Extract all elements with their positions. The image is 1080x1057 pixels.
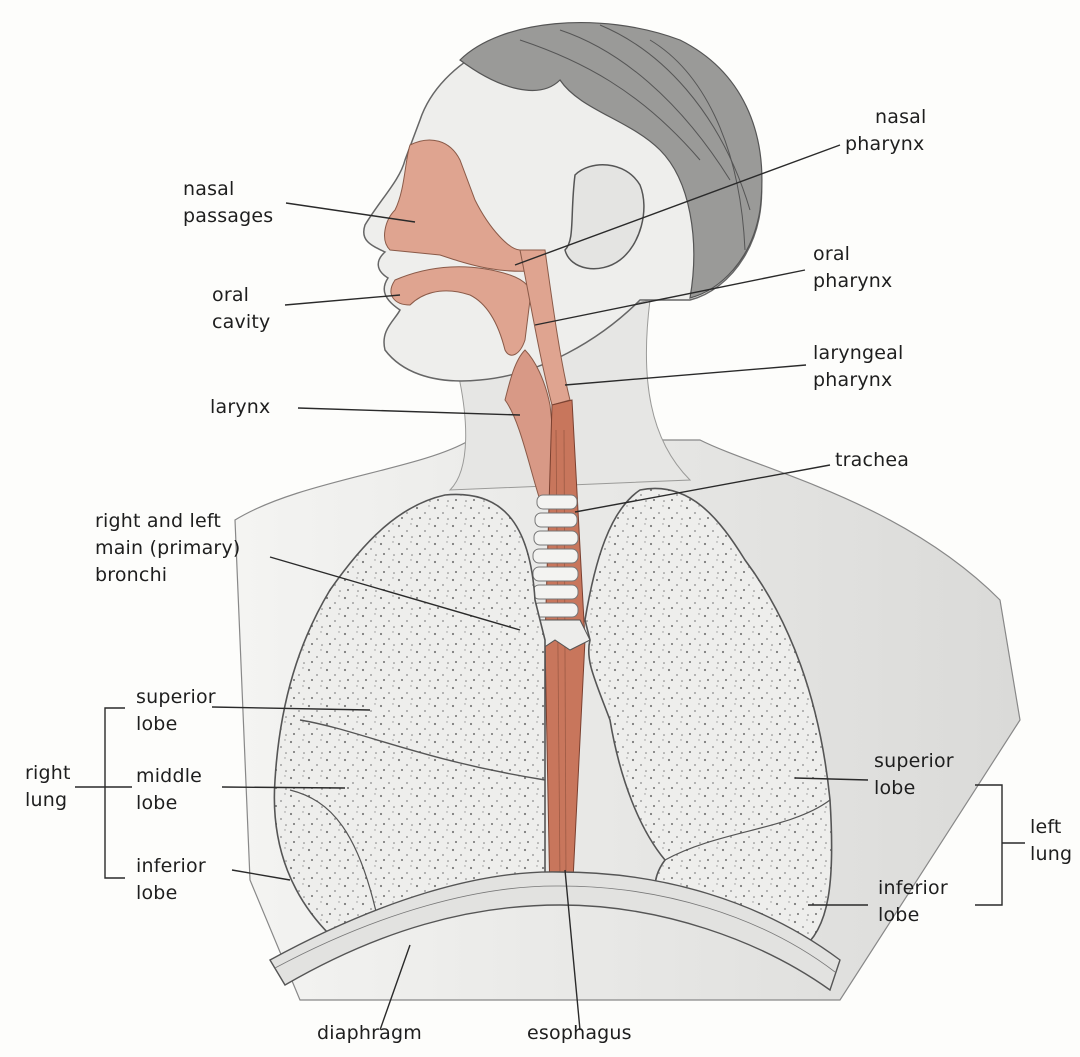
label-laryngeal-pharynx: laryngeal pharynx (813, 340, 904, 394)
label-left-lung-line2: lung (1030, 841, 1072, 868)
label-nasal-pharynx-line2: pharynx (845, 131, 927, 158)
label-oral-cavity: oral cavity (212, 282, 271, 336)
label-diaphragm: diaphragm (317, 1020, 422, 1047)
label-oral-cavity-line1: oral (212, 282, 271, 309)
label-bronchi-line1: right and left (95, 508, 241, 535)
label-left-inferior-lobe-line1: inferior (878, 875, 948, 902)
label-right-superior-lobe-line2: lobe (136, 711, 216, 738)
label-laryngeal-pharynx-line1: laryngeal (813, 340, 904, 367)
label-nasal-pharynx-line1: nasal (845, 104, 927, 131)
label-esophagus: esophagus (527, 1020, 632, 1047)
label-laryngeal-pharynx-line2: pharynx (813, 367, 904, 394)
label-trachea: trachea (835, 447, 909, 474)
label-right-inferior-lobe-line2: lobe (136, 880, 206, 907)
label-right-inferior-lobe: inferior lobe (136, 853, 206, 907)
label-left-inferior-lobe-line2: lobe (878, 902, 948, 929)
label-oral-pharynx: oral pharynx (813, 241, 893, 295)
label-bronchi: right and left main (primary) bronchi (95, 508, 241, 589)
label-left-superior-lobe-line2: lobe (874, 775, 954, 802)
label-right-middle-lobe-line2: lobe (136, 790, 202, 817)
label-left-lung: left lung (1030, 814, 1072, 868)
label-right-lung-line1: right (25, 760, 71, 787)
label-left-lung-line1: left (1030, 814, 1072, 841)
label-nasal-passages: nasal passages (183, 176, 273, 230)
label-bronchi-line3: bronchi (95, 562, 241, 589)
label-right-superior-lobe-line1: superior (136, 684, 216, 711)
label-oral-pharynx-line2: pharynx (813, 268, 893, 295)
label-right-lung-line2: lung (25, 787, 71, 814)
label-left-inferior-lobe: inferior lobe (878, 875, 948, 929)
label-oral-cavity-line2: cavity (212, 309, 271, 336)
label-nasal-passages-line2: passages (183, 203, 273, 230)
label-left-superior-lobe: superior lobe (874, 748, 954, 802)
label-right-middle-lobe: middle lobe (136, 763, 202, 817)
label-nasal-pharynx: nasal pharynx (845, 104, 927, 158)
label-right-inferior-lobe-line1: inferior (136, 853, 206, 880)
label-right-middle-lobe-line1: middle (136, 763, 202, 790)
label-right-lung: right lung (25, 760, 71, 814)
label-larynx: larynx (210, 394, 270, 421)
label-nasal-passages-line1: nasal (183, 176, 273, 203)
trachea-rings (533, 495, 578, 617)
label-left-superior-lobe-line1: superior (874, 748, 954, 775)
label-bronchi-line2: main (primary) (95, 535, 241, 562)
label-oral-pharynx-line1: oral (813, 241, 893, 268)
label-right-superior-lobe: superior lobe (136, 684, 216, 738)
